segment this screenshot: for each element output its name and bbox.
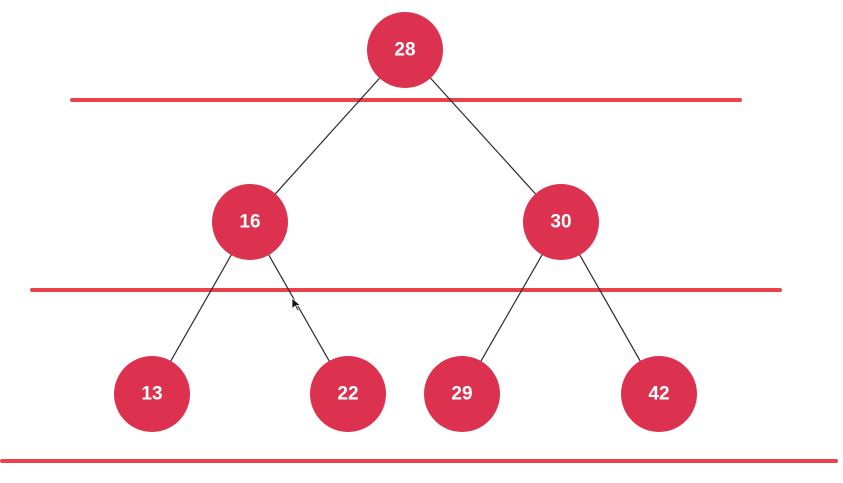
tree-node-42: 42 [621,356,697,432]
node-circle [424,356,500,432]
tree-node-13: 13 [114,356,190,432]
tree-node-29: 29 [424,356,500,432]
node-label: 29 [451,384,472,405]
tree-edge-28-16 [249,49,406,223]
node-circle [367,12,443,88]
tree-node-16: 16 [212,184,288,260]
tree-node-28: 28 [367,12,443,88]
node-label: 30 [550,212,571,233]
node-circle [114,356,190,432]
tree-node-30: 30 [523,184,599,260]
node-label: 22 [337,384,358,405]
mouse-cursor-icon [291,297,302,312]
node-circle [621,356,697,432]
node-label: 13 [141,384,162,405]
node-label: 16 [239,212,260,233]
node-label: 28 [394,40,415,61]
tree-edge-28-30 [404,49,562,223]
node-circle [212,184,288,260]
node-label: 42 [648,384,669,405]
tree-node-22: 22 [310,356,386,432]
node-circle [310,356,386,432]
node-circle [523,184,599,260]
